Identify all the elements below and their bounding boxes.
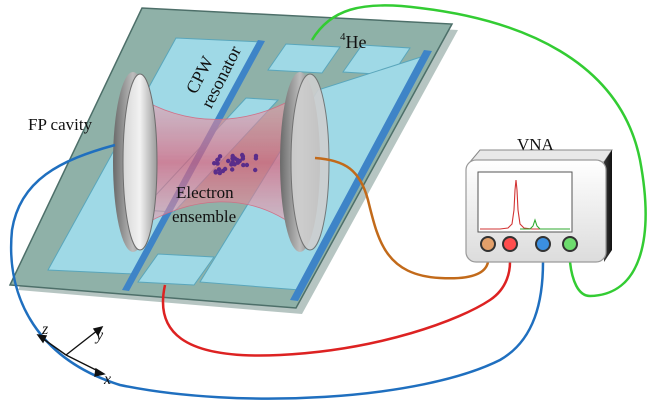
label-axis-z: z <box>41 321 49 338</box>
electron-dot <box>213 170 218 175</box>
metal-rail-2 <box>290 50 432 301</box>
electron-dot <box>240 156 246 161</box>
electron-dot <box>216 157 221 162</box>
electron-dot <box>244 162 250 168</box>
electron-dot <box>253 156 259 161</box>
vna-red-peak <box>480 179 570 230</box>
electron-cloud <box>212 152 259 176</box>
cable-green <box>310 4 647 298</box>
electron-dot <box>230 160 235 165</box>
electron-dot <box>212 161 217 166</box>
cable-orange <box>314 156 490 280</box>
vna-port-green <box>562 236 578 252</box>
label-fp-cavity: FP cavity <box>28 115 93 134</box>
label-vna: VNA <box>517 135 555 154</box>
electron-dot <box>217 170 222 176</box>
electron-dot <box>220 168 226 174</box>
electron-dot <box>237 158 242 164</box>
electron-dot <box>230 153 235 159</box>
cable-blue <box>9 143 545 400</box>
label-axis-x: x <box>103 371 111 388</box>
vna-screen <box>477 171 573 233</box>
electron-dot <box>216 167 222 172</box>
fp-mirror-left <box>113 72 158 252</box>
label-helium4: 4He <box>340 31 367 52</box>
vna-instrument <box>465 149 613 263</box>
vna-port-orange <box>480 236 496 252</box>
label-axis-y: y <box>94 327 104 344</box>
electron-dot <box>253 167 258 173</box>
vna-screen-spectrum <box>480 179 570 230</box>
cable-red <box>161 261 512 357</box>
fp-mirror-right <box>280 72 330 252</box>
vna-green-peak <box>520 218 570 230</box>
pad-bottom <box>137 253 215 286</box>
vna-port-red <box>502 236 518 252</box>
electron-dot <box>226 158 231 164</box>
vna-port-blue <box>535 236 551 252</box>
electron-dot <box>230 167 235 172</box>
axes-triad <box>36 325 106 377</box>
label-electron-ensemble: Electron ensemble <box>172 183 238 226</box>
pad-top-1 <box>267 43 341 74</box>
electron-dot <box>241 162 246 168</box>
electron-dot <box>215 161 220 166</box>
electron-dot <box>217 154 223 159</box>
